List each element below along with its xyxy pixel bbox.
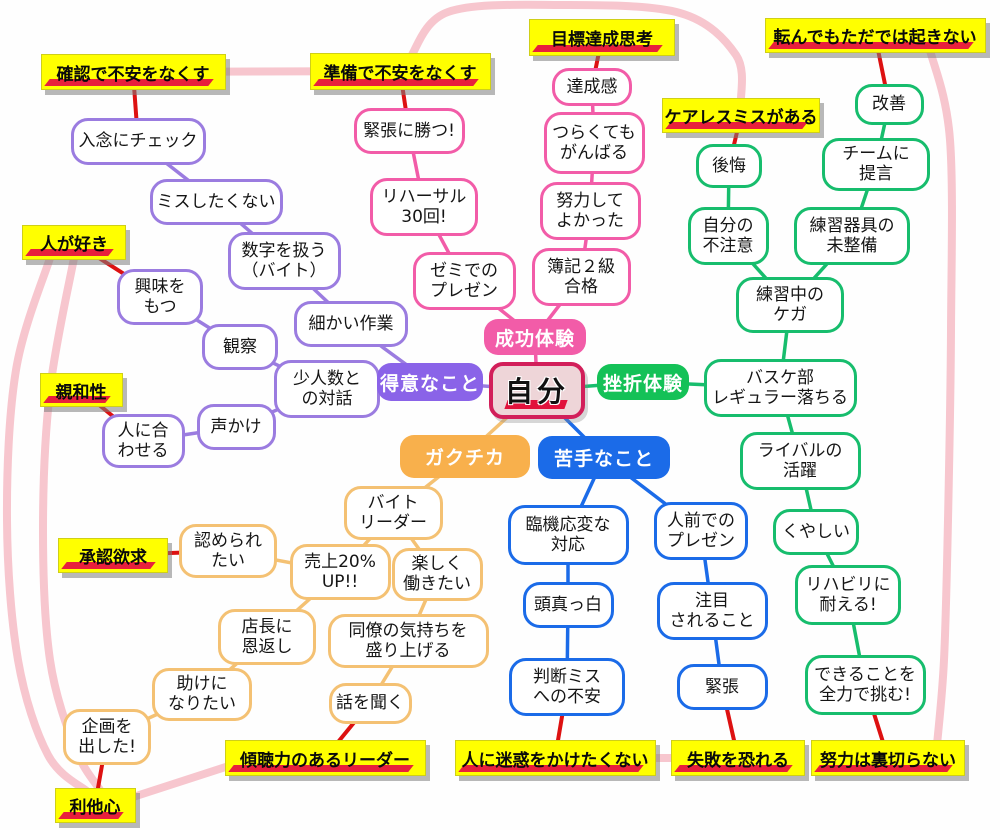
node-komakai: 細かい作業 [294, 301, 408, 347]
keyword-label-l_shippai: 失敗を恐れる [671, 740, 805, 776]
hub-seiko: 成功体験 [484, 319, 586, 355]
node-mitomerare: 認められ たい [179, 524, 277, 578]
keyword-label-l_junbi: 準備で不安をなくす [309, 52, 491, 90]
keyword-label-l_careless: ケアレスミスがある [662, 97, 820, 133]
keyword-label-text: 目標達成思考 [551, 29, 653, 50]
keyword-label-l_koron: 転んでもただでは起きない [764, 17, 986, 53]
hub-zasetsu: 挫折体験 [597, 364, 689, 400]
keyword-label-text: 人が好き [40, 234, 108, 255]
node-kincho2: 緊張 [676, 664, 768, 710]
keyword-label-text: 確認で不安をなくす [56, 64, 210, 85]
hub-nigate: 苦手なこと [538, 435, 670, 479]
node-team: チームに 提言 [822, 137, 930, 191]
node-hanashi: 話を聞く [328, 682, 412, 724]
edge-l_koron-l_doryoku [926, 46, 956, 749]
keyword-label-text: ケアレスミスがある [664, 107, 818, 128]
keyword-label-text: 転んでもただでは起きない [773, 27, 977, 48]
node-uriage: 売上20% UP!! [289, 544, 391, 600]
node-shoninzu: 少人数と の対話 [274, 360, 380, 418]
keyword-label-l_mokuhyo: 目標達成思考 [529, 18, 675, 56]
node-doryoku_yokatta: 努力して よかった [539, 182, 641, 240]
edge-l_ritashin-l_keicho [126, 759, 242, 802]
keyword-label-l_ritashin: 利他心 [54, 787, 136, 823]
node-basuke: バスケ部 レギュラー落ちる [703, 359, 857, 417]
node-kuyashii: くやしい [773, 509, 859, 555]
node-kincho_katsu: 緊張に勝つ! [353, 108, 465, 154]
node-doryo: 同僚の気持ちを 盛り上げる [327, 614, 489, 668]
node-tencho: 店長に 恩返し [218, 609, 316, 665]
keyword-label-text: 傾聴力のあるリーダー [240, 750, 410, 771]
keyword-label-l_shinwa: 親和性 [39, 373, 123, 407]
edge-l_hitogasuki-l_ritashin [2, 254, 92, 796]
node-dekirukoto: できることを 全力で挑む! [804, 655, 926, 715]
node-koekake: 声かけ [196, 404, 276, 450]
keyword-label-l_meiwaku: 人に迷惑をかけたくない [454, 740, 656, 776]
keyword-label-l_shonin: 承認欲求 [58, 537, 168, 573]
center-node-jibun: 自分 [489, 361, 585, 419]
keyword-label-text: 準備で不安をなくす [323, 63, 477, 84]
node-baito_leader: バイト リーダー [343, 486, 443, 540]
keyword-label-text: 承認欲求 [79, 547, 147, 568]
node-tassei: 達成感 [552, 68, 632, 106]
keyword-label-l_doryoku: 努力は裏切らない [811, 740, 965, 776]
node-kyomi: 興味を もつ [117, 269, 203, 325]
node-kigu: 練習器具の 未整備 [794, 207, 910, 265]
node-nyunen: 入念にチェック [70, 117, 206, 165]
keyword-label-text: 努力は裏切らない [820, 750, 956, 771]
keyword-label-text: 利他心 [69, 797, 121, 818]
node-rival: ライバルの 活躍 [739, 432, 861, 490]
node-tasuke: 助けに なりたい [152, 667, 252, 721]
node-kaizen: 改善 [854, 83, 924, 125]
node-hitoniawaseru: 人に合 わせる [101, 414, 185, 468]
node-hitomae: 人前での プレゼン [654, 502, 748, 560]
node-tanoshiku: 楽しく 働きたい [391, 547, 483, 601]
node-rehearsal: リハーサル 30回! [370, 178, 478, 236]
node-tsurakutemo: つらくても がんばる [543, 112, 645, 174]
node-rehab: リハビリに 耐える! [795, 565, 901, 625]
node-boki: 簿記２級 合格 [531, 248, 631, 306]
node-atama: 頭真っ白 [522, 582, 614, 628]
node-renshu_kega: 練習中の ケガ [736, 277, 844, 333]
keyword-label-text: 人に迷惑をかけたくない [461, 750, 649, 771]
node-zemi_presen: ゼミでの プレゼン [412, 252, 516, 310]
hub-tokui: 得意なこと [377, 363, 483, 401]
keyword-label-text: 親和性 [55, 382, 107, 403]
keyword-label-l_kakunin: 確認で不安をなくす [40, 54, 226, 90]
node-kansatsu: 観察 [202, 324, 278, 370]
node-fuchui: 自分の 不注意 [687, 207, 769, 265]
center-label: 自分 [504, 375, 569, 408]
node-miss: ミスしたくない [149, 179, 283, 225]
edge-l_junbi-l_careless [406, 0, 746, 106]
keyword-label-l_hitogasuki: 人が好き [22, 224, 126, 260]
node-rinki: 臨機応変な 対応 [507, 505, 629, 565]
node-handan: 判断ミス への不安 [509, 658, 625, 716]
node-chumoku: 注目 されること [656, 582, 768, 640]
keyword-label-text: 失敗を恐れる [687, 750, 789, 771]
hub-gakuchika: ガクチカ [400, 434, 530, 478]
node-kokai: 後悔 [696, 144, 762, 188]
keyword-label-l_keicho: 傾聴力のあるリーダー [224, 740, 426, 776]
node-suji: 数字を扱う （バイト） [227, 232, 341, 290]
node-kikaku: 企画を 出した! [63, 709, 151, 765]
